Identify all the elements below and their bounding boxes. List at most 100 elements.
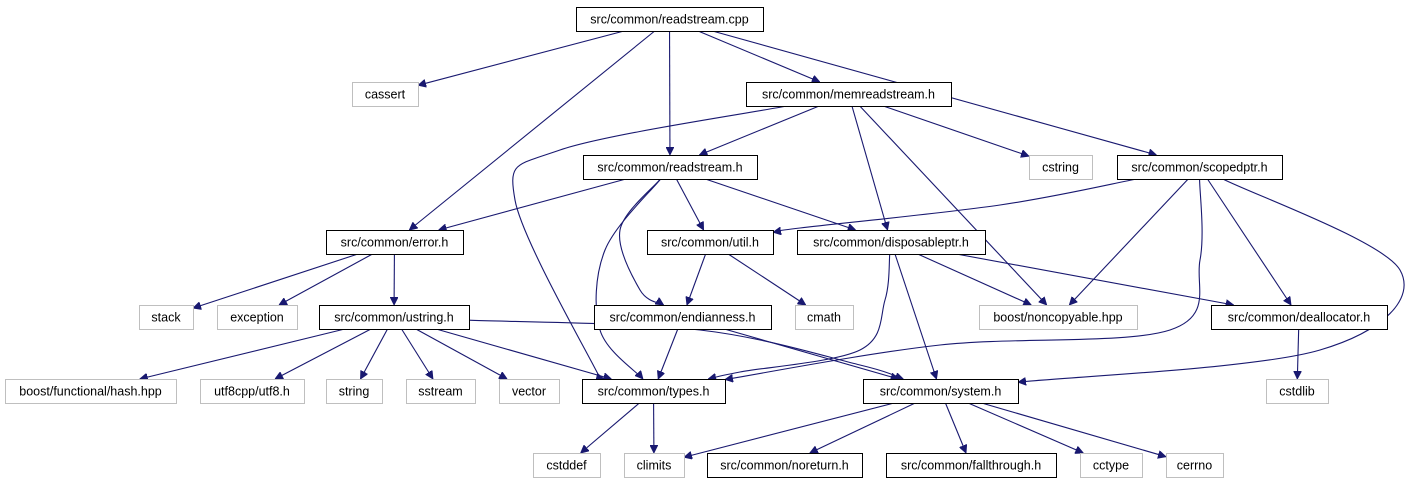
node-box: [1080, 453, 1143, 478]
edge-scopedptr-h-to-util-h: [773, 178, 1137, 232]
edge-system-h-to-cerrno: [981, 402, 1166, 457]
node-label: utf8cpp/utf8.h: [214, 385, 290, 399]
node-scopedptr-h[interactable]: src/common/scopedptr.h: [1117, 155, 1283, 180]
node-box: [583, 155, 758, 180]
node-label: cstdlib: [1279, 385, 1314, 399]
edge-ustring-h-to-vector: [415, 328, 507, 380]
node-label: src/common/noreturn.h: [720, 459, 849, 473]
node-label: exception: [230, 311, 284, 325]
edge-disposableptr-h-to-noncopyable-hpp: [917, 253, 1032, 305]
edge-system-h-to-noreturn-h: [810, 402, 916, 453]
nodes-layer: src/common/readstream.cpp cassert src/comm…: [5, 7, 1388, 478]
node-noncopyable-hpp: boost/noncopyable.hpp: [979, 305, 1138, 330]
node-error-h[interactable]: src/common/error.h: [326, 230, 464, 255]
node-cassert: cassert: [352, 82, 419, 107]
node-ustring-h[interactable]: src/common/ustring.h: [319, 305, 470, 330]
node-readstream-cpp[interactable]: src/common/readstream.cpp: [576, 7, 764, 32]
node-box: [352, 82, 419, 107]
edge-readstream-cpp-to-error-h: [409, 30, 656, 230]
edge-scopedptr-h-to-system-h: [996, 178, 1405, 384]
edge-system-h-to-fallthrough-h: [944, 402, 966, 453]
edges-layer: [140, 30, 1405, 457]
node-box: [863, 379, 1019, 404]
node-utf8-h: utf8cpp/utf8.h: [200, 379, 305, 404]
node-exception: exception: [217, 305, 298, 330]
node-box: [797, 230, 986, 255]
edge-readstream-h-to-endianness-h: [618, 178, 664, 306]
edge-deallocator-h-to-cstdlib: [1297, 328, 1298, 379]
edge-endianness-h-to-types-h: [658, 328, 679, 379]
node-climits: climits: [624, 453, 685, 478]
node-deallocator-h[interactable]: src/common/deallocator.h: [1211, 305, 1388, 330]
node-box: [594, 305, 772, 330]
node-label: src/common/readstream.h: [597, 161, 742, 175]
node-label: src/common/types.h: [598, 385, 710, 399]
node-label: cmath: [807, 311, 841, 325]
node-box: [326, 230, 464, 255]
node-fallthrough-h[interactable]: src/common/fallthrough.h: [886, 453, 1057, 478]
node-readstream-h[interactable]: src/common/readstream.h: [583, 155, 758, 180]
node-box: [1266, 379, 1329, 404]
edge-disposableptr-h-to-system-h: [894, 253, 937, 379]
node-label: vector: [512, 385, 546, 399]
node-memreadstream-h[interactable]: src/common/memreadstream.h: [746, 82, 952, 107]
node-box: [139, 305, 194, 330]
edge-memreadstream-h-to-noncopyable-hpp: [859, 105, 1047, 305]
edge-ustring-h-to-utf8-h: [275, 328, 372, 380]
edge-readstream-h-to-error-h: [439, 178, 627, 230]
node-string: string: [326, 379, 383, 404]
node-label: cstddef: [546, 459, 587, 473]
node-system-h[interactable]: src/common/system.h: [863, 379, 1019, 404]
edge-ustring-h-to-system-h: [468, 319, 903, 379]
node-label: src/common/ustring.h: [334, 311, 454, 325]
edge-util-h-to-endianness-h: [687, 253, 707, 305]
node-cstddef: cstddef: [533, 453, 601, 478]
node-box: [707, 453, 863, 478]
node-label: src/common/disposableptr.h: [813, 236, 969, 250]
node-label: src/common/readstream.cpp: [590, 13, 748, 27]
edge-ustring-h-to-sstream: [401, 328, 433, 379]
node-types-h[interactable]: src/common/types.h: [582, 379, 726, 404]
node-box: [979, 305, 1138, 330]
edge-readstream-h-to-types-h: [595, 178, 662, 379]
node-label: src/common/memreadstream.h: [762, 88, 935, 102]
node-box: [1166, 453, 1224, 478]
node-util-h[interactable]: src/common/util.h: [647, 230, 774, 255]
node-label: cctype: [1093, 459, 1129, 473]
edge-disposableptr-h-to-deallocator-h: [956, 253, 1233, 305]
edge-disposableptr-h-to-types-h: [708, 253, 891, 379]
node-box: [499, 379, 560, 404]
node-box: [1211, 305, 1388, 330]
edge-scopedptr-h-to-noncopyable-hpp: [1069, 178, 1189, 305]
node-cerrno: cerrno: [1166, 453, 1224, 478]
node-label: cstring: [1042, 161, 1079, 175]
edge-readstream-cpp-to-cassert: [418, 30, 625, 85]
node-box: [886, 453, 1057, 478]
node-box: [795, 305, 854, 330]
node-box: [746, 82, 952, 107]
node-hash-hpp: boost/functional/hash.hpp: [5, 379, 177, 404]
node-cstdlib: cstdlib: [1266, 379, 1329, 404]
edge-ustring-h-to-hash-hpp: [140, 328, 345, 379]
node-box: [1029, 155, 1093, 180]
node-noreturn-h[interactable]: src/common/noreturn.h: [707, 453, 863, 478]
edge-ustring-h-to-string: [360, 328, 388, 379]
node-cmath: cmath: [795, 305, 854, 330]
node-endianness-h[interactable]: src/common/endianness.h: [594, 305, 772, 330]
node-box: [576, 7, 764, 32]
node-cstring: cstring: [1029, 155, 1093, 180]
edge-readstream-cpp-to-memreadstream-h: [697, 30, 820, 82]
edge-scopedptr-h-to-types-h: [725, 178, 1203, 380]
node-disposableptr-h[interactable]: src/common/disposableptr.h: [797, 230, 986, 255]
node-label: src/common/util.h: [661, 236, 759, 250]
edge-scopedptr-h-to-deallocator-h: [1207, 178, 1291, 305]
node-box: [200, 379, 305, 404]
node-cctype: cctype: [1080, 453, 1143, 478]
edge-types-h-to-cstddef: [581, 402, 640, 453]
edge-readstream-h-to-util-h: [675, 178, 705, 230]
node-box: [533, 453, 601, 478]
edge-error-h-to-stack: [193, 253, 359, 308]
node-label: string: [339, 385, 370, 399]
edge-system-h-to-cctype: [967, 402, 1083, 453]
node-vector: vector: [499, 379, 560, 404]
